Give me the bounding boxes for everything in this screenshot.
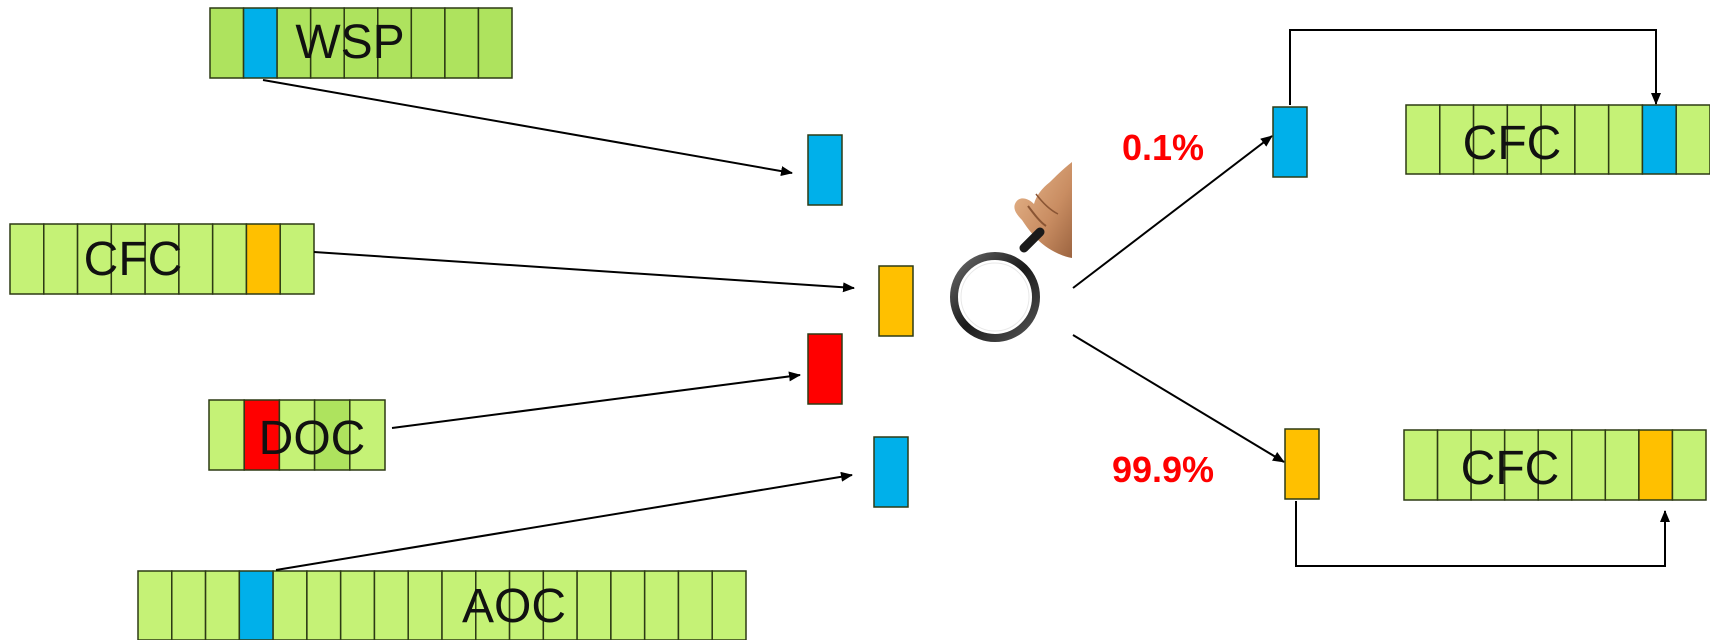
arrow-wsp-to-blue (262, 79, 793, 177)
strip-cell (272, 570, 308, 640)
cfc-top-strip (1405, 104, 1710, 175)
cfc-bottom-strip-label: CFC (1461, 442, 1560, 495)
strip-cell (211, 223, 248, 295)
strip-cell (643, 570, 680, 640)
cfc-top-strip-label: CFC (1463, 117, 1562, 170)
strip-cell (144, 223, 180, 295)
strip-cell (1604, 429, 1640, 501)
blue-destination-block (1272, 106, 1308, 178)
aoc-strip-label: AOC (462, 580, 566, 633)
connector-bottom-orange-to-cfc (1295, 501, 1670, 567)
strip-cell-highlighted (1641, 104, 1677, 175)
strip-cell (407, 570, 443, 640)
strip-cell (410, 7, 446, 79)
strip-cell (1675, 104, 1710, 175)
bottom-percentage-label: 99.9% (1112, 449, 1214, 490)
strip-cell (1540, 104, 1576, 175)
aoc-strip (137, 570, 747, 640)
strip-cell (276, 7, 312, 79)
strip-cell (377, 7, 413, 79)
strip-cell (373, 570, 409, 640)
strip-cell (1671, 429, 1707, 501)
strip-cell-highlighted (242, 7, 278, 79)
strip-cell (279, 223, 315, 295)
doc-strip-label: DOC (259, 412, 366, 465)
strip-cell (306, 570, 342, 640)
strip-cell (576, 570, 612, 640)
orange-destination-block (1284, 428, 1320, 500)
strip-cell (209, 7, 245, 79)
strip-cell (711, 570, 747, 640)
arrow-cfc-to-orange (313, 251, 855, 293)
arrow-split-up (1072, 135, 1273, 289)
strip-cell (1472, 104, 1509, 175)
strip-cell (1439, 104, 1475, 175)
strip-cell (1405, 104, 1441, 175)
strip-cell (9, 223, 45, 295)
doc-strip (208, 399, 386, 471)
arrow-doc-to-red (391, 371, 801, 429)
strip-cell (339, 570, 376, 640)
strip-cell (1436, 429, 1472, 501)
cfc-bottom-strip (1403, 429, 1707, 501)
strip-cell (137, 570, 173, 640)
wsp-strip (209, 7, 513, 79)
strip-cell (1574, 104, 1610, 175)
strip-cell (508, 570, 545, 640)
blue-block-from-wsp (807, 134, 843, 206)
strip-cell-highlighted (243, 399, 281, 471)
strip-cell (178, 223, 214, 295)
strip-cell (349, 399, 386, 471)
top-percentage-label: 0.1% (1122, 127, 1204, 168)
strip-cell (1503, 429, 1539, 501)
cfc-source-strip-label: CFC (84, 233, 183, 286)
strip-cell (208, 399, 245, 471)
connector-top-blue-to-cfc (1289, 29, 1661, 105)
orange-block-from-cfc (878, 265, 914, 337)
strip-cell (610, 570, 646, 640)
arrow-split-down (1072, 334, 1285, 463)
strip-cell (475, 570, 511, 640)
strip-cell (444, 7, 480, 79)
strip-cell (1607, 104, 1644, 175)
strip-cell (171, 570, 207, 640)
strip-cell (278, 399, 316, 471)
magnifying-glass-in-hand-icon (950, 162, 1072, 342)
arrow-aoc-to-blue (275, 471, 853, 571)
strip-cell (76, 223, 113, 295)
strip-cell (677, 570, 713, 640)
strip-cell (1571, 429, 1607, 501)
strip-cell (43, 223, 79, 295)
strip-cell (1403, 429, 1439, 501)
strip-cell (343, 7, 379, 79)
strip-cell-highlighted (238, 570, 274, 640)
blue-block-from-aoc (873, 436, 909, 508)
strip-cell (477, 7, 513, 79)
cfc-source-strip (9, 223, 315, 295)
wsp-strip-label: WSP (295, 16, 404, 69)
strip-cell (204, 570, 241, 640)
red-block-from-doc (807, 333, 843, 405)
strip-cell (313, 399, 351, 471)
strip-cell-highlighted (245, 223, 281, 295)
strip-cell-highlighted (1638, 429, 1674, 501)
strip-cell (110, 223, 146, 295)
